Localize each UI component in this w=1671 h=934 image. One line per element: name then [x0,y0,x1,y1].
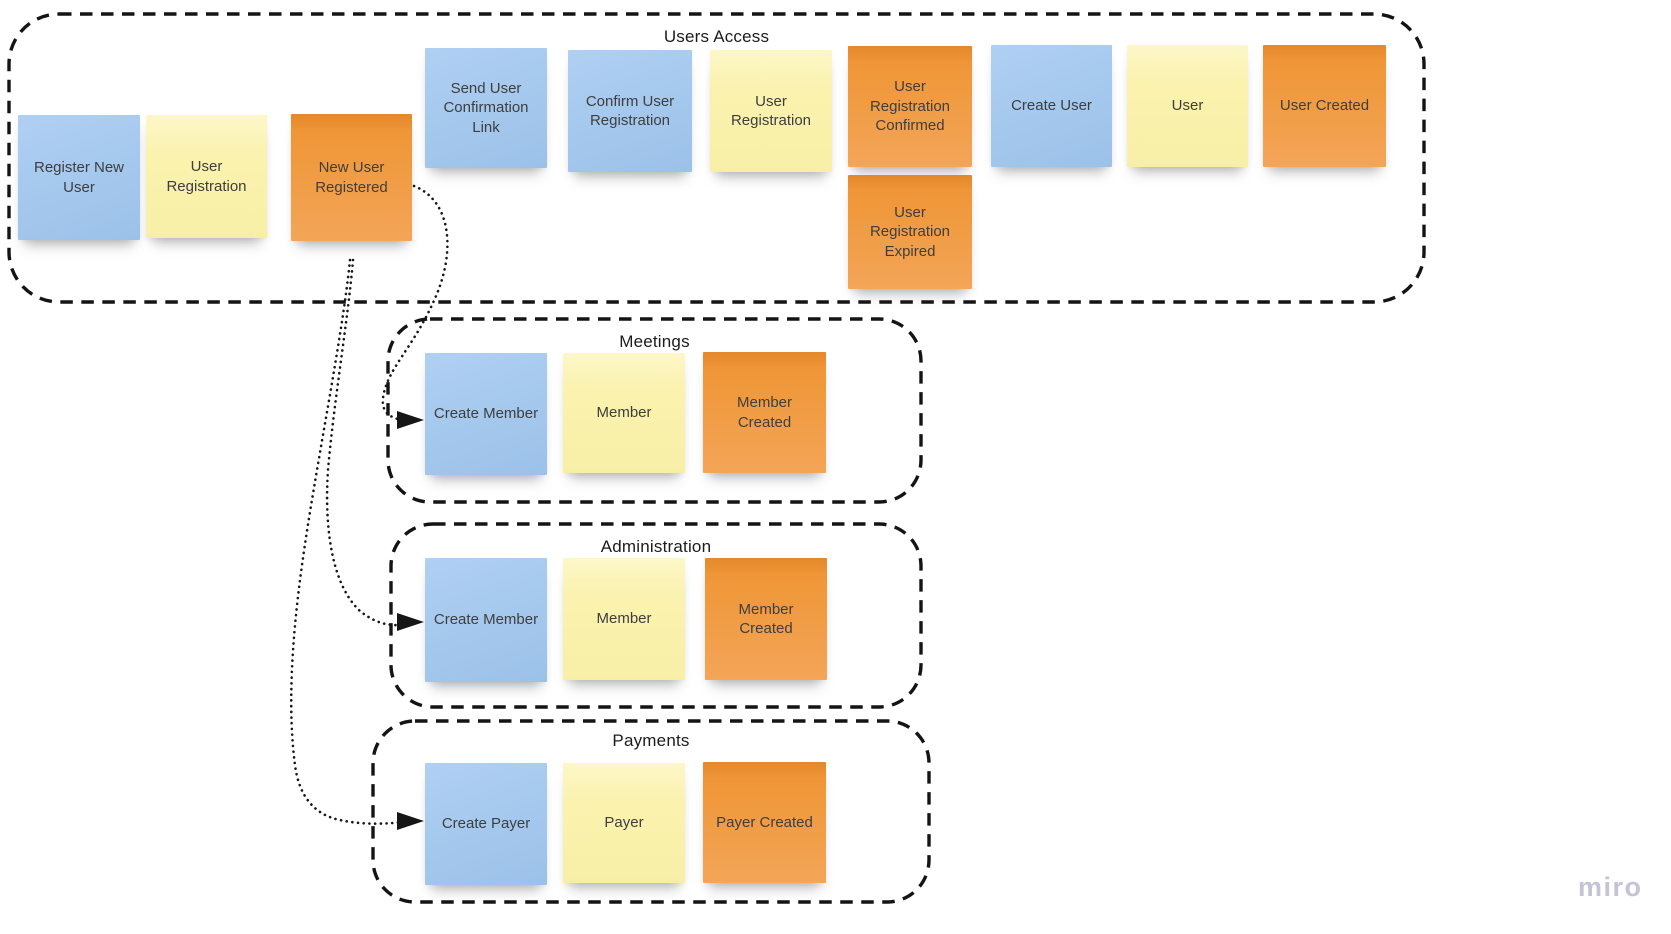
sticky-note-register-new-user[interactable]: Register New User [18,115,140,240]
sticky-note-meetings-member[interactable]: Member [563,353,685,473]
miro-logo: miro [1578,872,1643,902]
sticky-note-meetings-create-member[interactable]: Create Member [425,353,547,475]
sticky-note-user[interactable]: User [1127,45,1248,167]
sticky-note-create-payer[interactable]: Create Payer [425,763,547,885]
meetings-frame-title: Meetings [619,332,690,351]
sticky-note-user-registration-expired[interactable]: User Registration Expired [848,175,972,289]
sticky-note-administration-member-created[interactable]: Member Created [705,558,827,680]
sticky-note-user-registration-confirmed[interactable]: User Registration Confirmed [848,46,972,167]
sticky-note-send-user-confirmation-link[interactable]: Send User Confirmation Link [425,48,547,168]
arrowhead-administration [397,613,424,631]
sticky-note-payer-created[interactable]: Payer Created [703,762,826,883]
administration-frame-title: Administration [600,537,712,556]
payments-frame[interactable] [371,719,931,904]
connector-new-user-registered-to-meetings[interactable] [381,184,449,422]
sticky-note-user-created[interactable]: User Created [1263,45,1386,167]
sticky-note-create-user[interactable]: Create User [991,45,1112,167]
sticky-note-new-user-registered[interactable]: New User Registered [291,114,412,241]
meetings-frame[interactable] [386,317,923,504]
sticky-note-confirm-user-registration[interactable]: Confirm User Registration [568,50,692,172]
sticky-note-user-registration-state-2[interactable]: User Registration [710,50,832,172]
sticky-note-meetings-member-created[interactable]: Member Created [703,352,826,473]
payments-frame-title: Payments [612,731,690,750]
sticky-note-payer[interactable]: Payer [563,763,685,883]
users-access-frame[interactable] [7,12,1426,304]
connector-new-user-registered-to-administration[interactable] [325,258,406,627]
users-access-frame-title: Users Access [663,27,770,46]
arrowhead-payments [397,812,424,830]
sticky-note-administration-create-member[interactable]: Create Member [425,558,547,682]
connector-new-user-registered-to-payments[interactable] [289,258,406,825]
sticky-note-user-registration-state-1[interactable]: User Registration [146,115,267,238]
sticky-note-administration-member[interactable]: Member [563,558,685,680]
arrowhead-meetings [397,411,424,429]
